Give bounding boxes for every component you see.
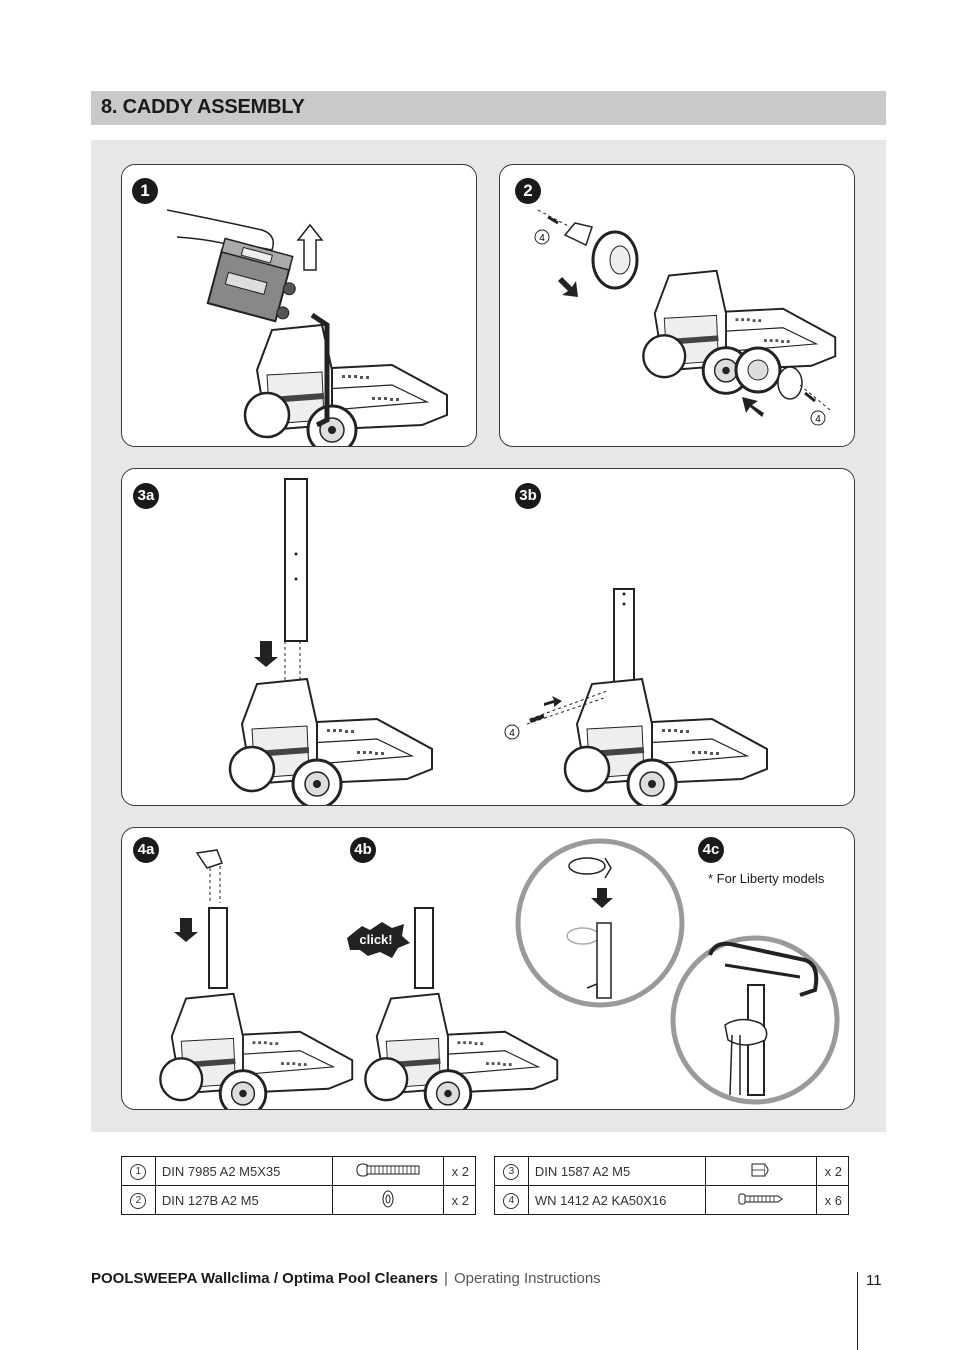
step-4-panel: 4a 4b 4c * For Liberty models click! bbox=[121, 827, 855, 1110]
step-1-panel: 1 bbox=[121, 164, 477, 447]
part-name: WN 1412 A2 KA50X16 bbox=[527, 1185, 707, 1215]
part-name: DIN 1587 A2 M5 bbox=[527, 1156, 707, 1186]
table-row: 3 DIN 1587 A2 M5 x 2 bbox=[494, 1156, 849, 1186]
page-number-rule bbox=[857, 1272, 858, 1350]
section-header-bar: 8. CADDY ASSEMBLY bbox=[91, 91, 886, 125]
part-qty: x 6 bbox=[816, 1185, 849, 1215]
step-badge-3a: 3a bbox=[133, 483, 159, 509]
part-callout-4-bottom: 4 bbox=[815, 414, 821, 425]
footer-brand: POOLSWEEPA Wallclima / Optima Pool Clean… bbox=[91, 1270, 439, 1287]
step-1-illustration bbox=[166, 209, 476, 446]
step-2-panel: 2 4 4 bbox=[499, 164, 855, 447]
parts-table-right: 3 DIN 1587 A2 M5 x 2 4 WN 1412 A2 KA50X1… bbox=[494, 1156, 849, 1215]
tapping-screw-icon bbox=[738, 1193, 784, 1204]
cap-nut-icon bbox=[751, 1163, 769, 1176]
step-badge-3b: 3b bbox=[515, 483, 541, 509]
section-title: 8. CADDY ASSEMBLY bbox=[101, 96, 305, 118]
footer-separator: | bbox=[444, 1270, 448, 1287]
step-badge-4a: 4a bbox=[133, 837, 159, 863]
table-row: 4 WN 1412 A2 KA50X16 x 6 bbox=[494, 1185, 849, 1215]
step-3a-illustration bbox=[122, 478, 482, 805]
part-number: 1 bbox=[130, 1164, 147, 1180]
footer-subtitle: Operating Instructions bbox=[453, 1270, 601, 1287]
part-number: 2 bbox=[130, 1193, 147, 1209]
step-4a-illustration bbox=[122, 849, 342, 1109]
screw-icon bbox=[356, 1163, 420, 1176]
table-row: 1 DIN 7985 A2 M5X35 x 2 bbox=[121, 1156, 476, 1186]
part-qty: x 2 bbox=[443, 1185, 476, 1215]
part-callout-4-top: 4 bbox=[539, 233, 545, 244]
click-label: click! bbox=[359, 932, 392, 947]
part-qty: x 2 bbox=[816, 1156, 849, 1186]
step-4b-illustration: click! bbox=[347, 907, 562, 1109]
table-row: 2 DIN 127B A2 M5 x 2 bbox=[121, 1185, 476, 1215]
handle-detail-zoom bbox=[670, 935, 840, 1105]
step-badge-4b: 4b bbox=[350, 837, 376, 863]
step-badge-2: 2 bbox=[515, 178, 541, 204]
part-number: 4 bbox=[503, 1193, 520, 1209]
liberty-models-note: * For Liberty models bbox=[708, 871, 825, 886]
spring-washer-icon bbox=[382, 1190, 394, 1207]
parts-table-left: 1 DIN 7985 A2 M5X35 x 2 2 DIN 127B A2 M5… bbox=[121, 1156, 476, 1215]
part-name: DIN 7985 A2 M5X35 bbox=[154, 1156, 334, 1186]
step-3b-illustration: 4 bbox=[504, 588, 854, 805]
page-number: 11 bbox=[866, 1272, 882, 1289]
part-number: 3 bbox=[503, 1164, 520, 1180]
step-3-panel: 3a 3b 4 bbox=[121, 468, 855, 806]
step-badge-4c: 4c bbox=[698, 837, 724, 863]
part-name: DIN 127B A2 M5 bbox=[154, 1185, 334, 1215]
footer: POOLSWEEPA Wallclima / Optima Pool Clean… bbox=[91, 1270, 601, 1287]
part-callout-4-3b: 4 bbox=[509, 728, 515, 739]
step-2-illustration: 4 4 bbox=[534, 209, 854, 426]
clip-detail-zoom bbox=[515, 838, 685, 1008]
step-badge-1: 1 bbox=[132, 178, 158, 204]
part-qty: x 2 bbox=[443, 1156, 476, 1186]
